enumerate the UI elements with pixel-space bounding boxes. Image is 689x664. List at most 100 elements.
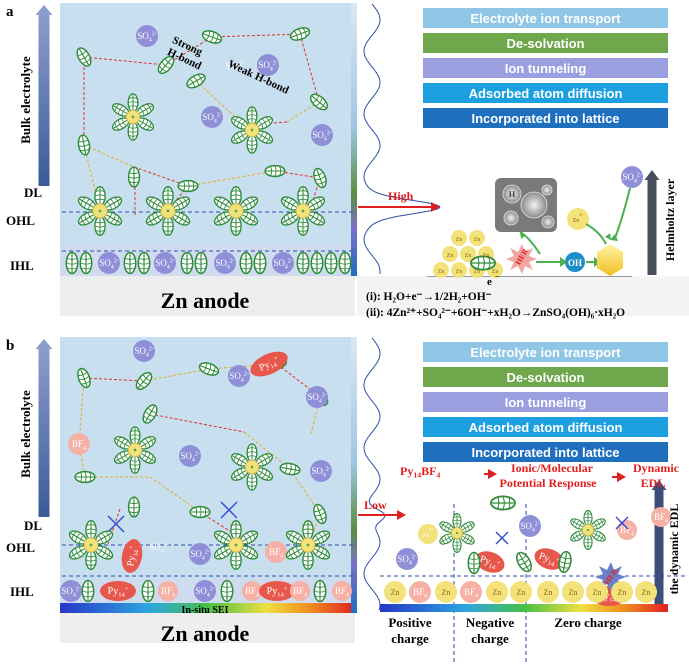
svg-text:BF4: BF4 xyxy=(161,586,175,599)
response-line-2: Potential Response xyxy=(500,476,598,490)
svg-text:Zn: Zn xyxy=(492,269,499,275)
sulfate-ion: SO42- xyxy=(189,543,211,565)
dynamic-edl-vertical-label: the dynamic EDL xyxy=(667,504,681,595)
water-molecule xyxy=(213,530,233,545)
water-molecule xyxy=(570,518,585,530)
water-molecule xyxy=(76,47,92,67)
water-molecule xyxy=(136,103,155,117)
water-molecule xyxy=(77,134,91,156)
zn-atom xyxy=(451,230,467,246)
zn-atom xyxy=(562,581,584,603)
her-star xyxy=(506,244,537,274)
svg-text:Adsorbed atom diffusion: Adsorbed atom diffusion xyxy=(469,86,623,101)
water-molecule xyxy=(239,530,259,545)
svg-text:BF4: BF4 xyxy=(72,439,86,452)
hbond-line xyxy=(83,56,167,66)
svg-text:Zn: Zn xyxy=(391,588,400,597)
water-molecule xyxy=(85,549,97,571)
sulfate-ion: SO42- xyxy=(154,252,176,274)
svg-text:SO42-: SO42- xyxy=(397,554,416,567)
water-molecule xyxy=(177,179,199,193)
svg-text:Zn: Zn xyxy=(593,588,602,597)
svg-text:SO42-: SO42- xyxy=(273,258,292,271)
hbond-line xyxy=(195,80,245,126)
panel-a-equation-area xyxy=(357,276,689,316)
water-molecule xyxy=(230,215,242,237)
panel-a-step-4: Adsorbed atom diffusion xyxy=(423,83,668,103)
solvated-zn-ion xyxy=(439,512,475,554)
zn-atom xyxy=(586,581,608,603)
water-molecule xyxy=(289,27,311,41)
water-molecule xyxy=(285,530,305,545)
water-molecule xyxy=(127,93,139,113)
panel-a-step-5: Incorporated into lattice xyxy=(423,108,668,128)
water-molecule xyxy=(246,443,258,463)
sulfate-ion: SO42- xyxy=(98,252,120,274)
bf4-anion: BF4 xyxy=(332,581,352,601)
svg-text:Zn: Zn xyxy=(474,269,481,275)
water-molecule xyxy=(313,167,327,189)
zn-atom xyxy=(469,230,485,246)
water-molecule xyxy=(103,196,123,211)
py14-cation: Py14+ xyxy=(100,581,136,601)
sulfate-ion: SO42- xyxy=(201,106,223,128)
water-molecule xyxy=(77,367,91,389)
water-molecule xyxy=(302,549,314,571)
water-molecule xyxy=(194,251,208,275)
zn-atom xyxy=(611,581,633,603)
sulfate-ion: SO42- xyxy=(396,548,418,570)
response-py14bf4: Py14BF4 xyxy=(400,464,440,480)
panel-b-edl-rainbow xyxy=(380,604,668,612)
panel-a-dl-label: DL xyxy=(24,185,42,200)
response-dynamic: Dynamic xyxy=(633,461,680,475)
bf4-anion: BF4 xyxy=(460,581,482,603)
water-molecule xyxy=(94,185,106,207)
svg-text:Ion tunneling: Ion tunneling xyxy=(505,61,587,76)
water-molecule xyxy=(338,251,352,275)
water-molecule xyxy=(135,371,153,391)
panel-b-potential-curve xyxy=(363,337,386,611)
svg-text:SO42-: SO42- xyxy=(520,521,539,534)
svg-text:Zn: Zn xyxy=(456,269,463,275)
sulfate-ion: SO42- xyxy=(136,25,158,47)
svg-text:SO42-: SO42- xyxy=(180,451,199,464)
svg-text:Zn: Zn xyxy=(569,588,578,597)
svg-text:BF4: BF4 xyxy=(335,586,349,599)
py14-cation: Py14+ xyxy=(121,539,143,573)
water-molecule xyxy=(186,73,206,89)
panel-a-potential-arrow xyxy=(358,202,440,212)
svg-text:Electrolyte ion transport: Electrolyte ion transport xyxy=(470,345,621,360)
panel-b-ihl-label: IHL xyxy=(10,584,34,599)
hbond-line xyxy=(165,36,213,66)
svg-text:Py14+: Py14+ xyxy=(537,550,561,569)
svg-text:BF4: BF4 xyxy=(413,587,427,600)
hbond-line xyxy=(299,33,320,103)
solvated-zn-ion xyxy=(77,185,123,237)
zn2-ion: Zn2+ xyxy=(418,524,438,544)
py14-cation: Py14+ xyxy=(250,351,288,377)
panel-a-label: a xyxy=(6,4,14,20)
svg-text:Zn: Zn xyxy=(456,237,463,243)
water-molecule xyxy=(68,545,88,560)
solvated-zn-ion xyxy=(230,443,274,491)
hydroxide-label: OH xyxy=(568,258,582,268)
water-molecule xyxy=(302,519,314,541)
svg-text:Incorporated into lattice: Incorporated into lattice xyxy=(471,111,619,126)
py14-cation: Py14+ xyxy=(259,581,295,601)
bf4-anion: BF4 xyxy=(290,581,310,601)
response-edl: EDL xyxy=(641,476,666,490)
panel-b-step-4: Adsorbed atom diffusion xyxy=(423,417,668,437)
bf4-anion: BF4 xyxy=(265,541,287,563)
equation-ii: (ii): 4Zn²⁺+SO₄²⁻+6OH⁻+xH₂O→ZnSO₄(OH)₆·x… xyxy=(366,307,625,319)
water-molecule xyxy=(313,503,327,525)
helmholtz-label: Helmholtz layer xyxy=(663,178,677,261)
panel-a-gradient-strip xyxy=(351,3,357,276)
bf4-anion: BF4 xyxy=(651,507,671,527)
sulfate-ion: SO42- xyxy=(306,386,328,408)
water-molecule xyxy=(460,533,475,545)
sulfate-ion: SO42- xyxy=(621,166,643,188)
svg-text:SO42-: SO42- xyxy=(190,549,209,562)
water-molecule xyxy=(230,519,242,541)
svg-text:Ion tunneling: Ion tunneling xyxy=(505,395,587,410)
water-molecule xyxy=(94,215,106,237)
